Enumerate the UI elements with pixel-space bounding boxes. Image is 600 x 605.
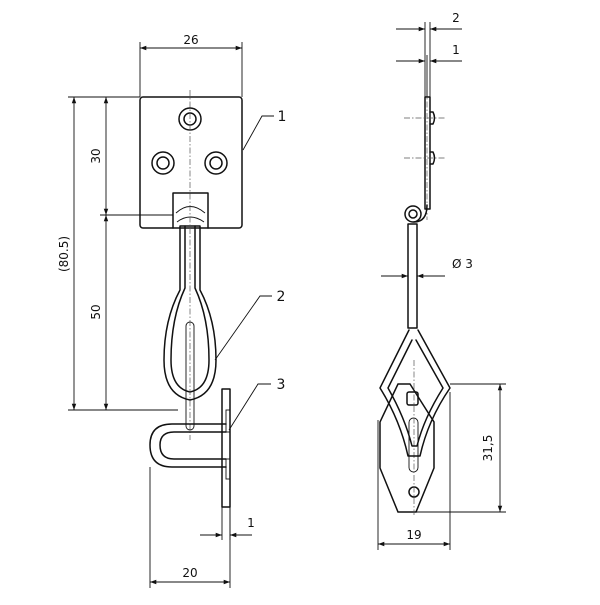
callout-1: 1 bbox=[278, 109, 287, 125]
front-view bbox=[139, 90, 243, 508]
dim-loop-width: 19 bbox=[406, 528, 421, 542]
dim-length-50: 50 bbox=[89, 304, 103, 319]
dim-width-20: 20 bbox=[182, 566, 197, 580]
screw-hole-left bbox=[151, 151, 175, 175]
staple bbox=[149, 423, 227, 468]
callouts: 1 2 3 bbox=[214, 109, 287, 431]
side-dimensions: 2 1 Ø 3 31,5 19 bbox=[377, 11, 506, 550]
dim-width-26: 26 bbox=[183, 33, 198, 47]
hinge-knuckle bbox=[172, 192, 209, 229]
screw-hole-right bbox=[204, 151, 228, 175]
dim-loop-height: 31,5 bbox=[481, 435, 495, 462]
front-dimensions: 26 30 50 (80.5) 1 20 bbox=[57, 33, 255, 588]
dim-total-80-5: (80.5) bbox=[57, 236, 71, 272]
dim-height-30: 30 bbox=[89, 148, 103, 163]
dim-thickness-2: 2 bbox=[452, 11, 460, 25]
callout-2: 2 bbox=[277, 289, 286, 305]
dim-thickness-1-front: 1 bbox=[247, 516, 255, 530]
callout-3: 3 bbox=[277, 377, 286, 393]
side-diamond-loop bbox=[379, 329, 451, 457]
side-view bbox=[379, 90, 451, 515]
side-hinge-eye bbox=[404, 205, 422, 223]
base-plate bbox=[139, 96, 243, 229]
dim-wire-diameter: Ø 3 bbox=[452, 257, 473, 271]
side-plate-edge bbox=[424, 96, 431, 210]
side-wire bbox=[407, 223, 418, 329]
dim-thickness-1-side: 1 bbox=[452, 43, 460, 57]
hasp-link bbox=[163, 225, 217, 401]
staple-plate bbox=[221, 388, 231, 508]
